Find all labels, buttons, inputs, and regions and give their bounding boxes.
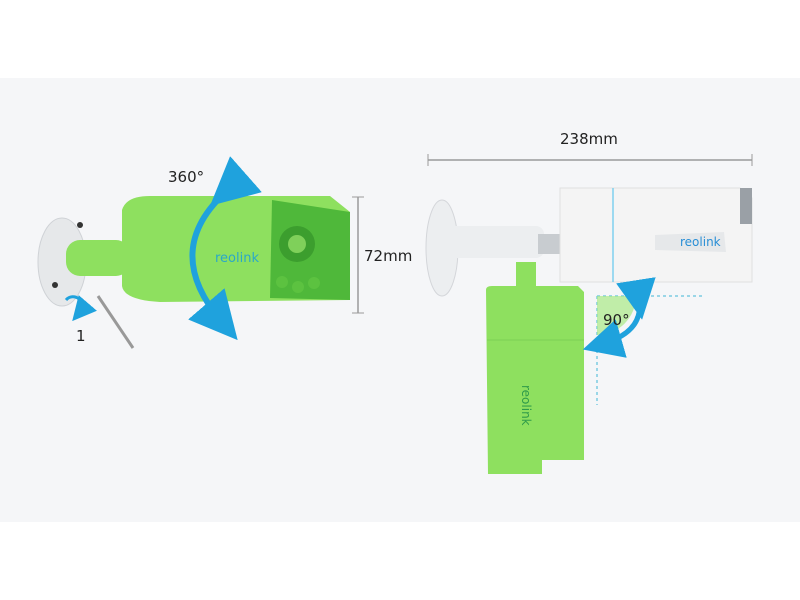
height-72mm-label: 72mm <box>364 247 413 265</box>
length-238mm-label: 238mm <box>560 130 618 148</box>
left-camera: reolink <box>37 156 364 349</box>
diagram-panel <box>0 78 800 522</box>
right-camera: reolink reolink <box>425 154 753 474</box>
rotation-360-label: 360° <box>168 168 205 186</box>
svg-text:reolink: reolink <box>519 385 533 426</box>
tilt-90-label: 90° <box>603 311 630 329</box>
svg-text:reolink: reolink <box>680 235 721 249</box>
step-1-label: 1 <box>76 327 86 345</box>
svg-text:reolink: reolink <box>215 251 259 266</box>
